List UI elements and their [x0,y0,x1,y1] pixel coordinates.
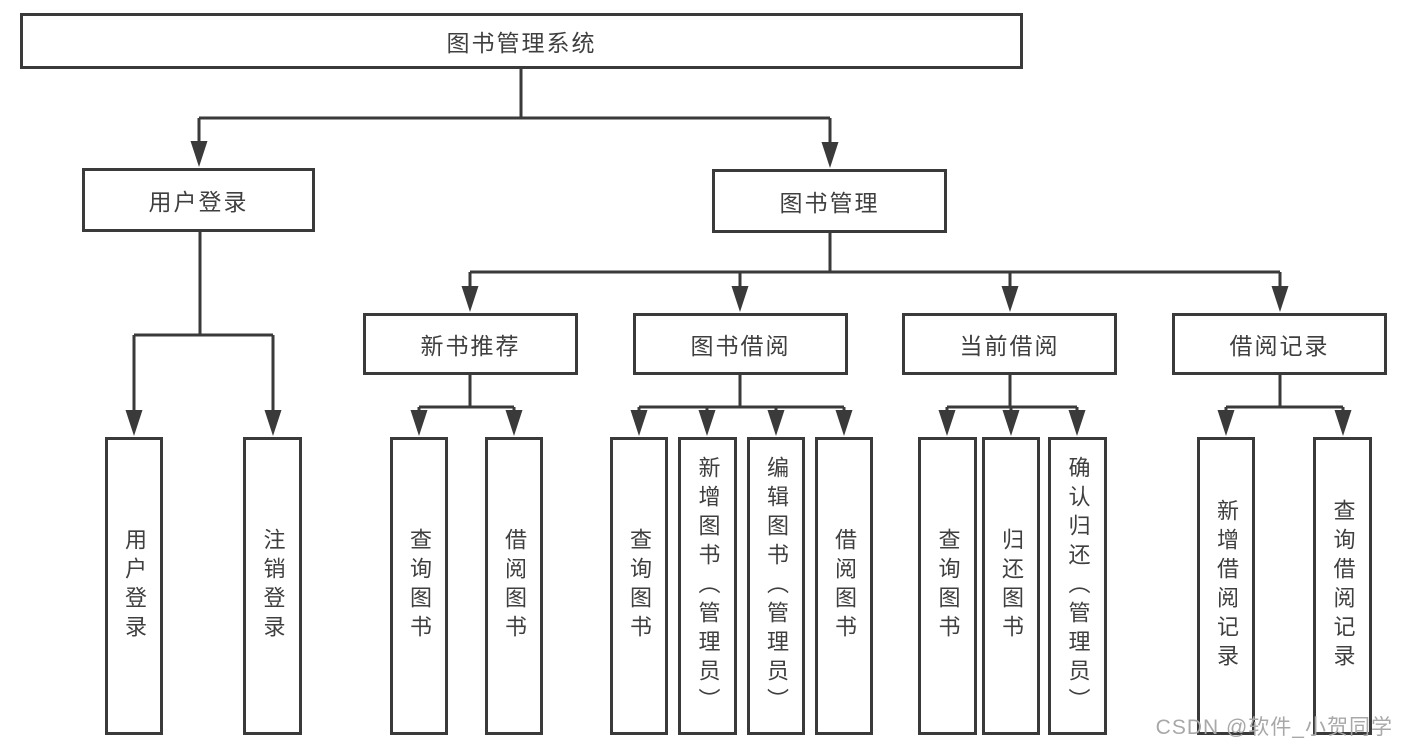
leaf-label: 编辑图书（管理员） [764,455,789,717]
leaf-label: 借阅图书 [502,528,527,644]
leaf-add-book-admin: 新增图书（管理员） [678,437,737,735]
leaf-label: 查询图书 [407,528,432,644]
node-user-login: 用户登录 [82,168,315,232]
leaf-label: 用户登录 [122,528,147,644]
leaf-label: 查询图书 [627,528,652,644]
leaf-borrow-book-1: 借阅图书 [485,437,543,735]
leaf-add-borrow-record: 新增借阅记录 [1197,437,1255,735]
leaf-label: 查询借阅记录 [1330,499,1356,673]
node-borrow-records: 借阅记录 [1172,313,1387,375]
leaf-label: 确认归还（管理员） [1065,455,1091,717]
leaf-label: 借阅图书 [832,528,857,644]
leaf-label: 新增借阅记录 [1214,499,1239,673]
node-current-borrow: 当前借阅 [902,313,1117,375]
leaf-label: 查询图书 [935,528,961,644]
leaf-logout: 注销登录 [243,437,302,735]
leaf-label: 新增图书（管理员） [695,455,721,717]
leaf-user-login: 用户登录 [105,437,163,735]
leaf-query-book-2: 查询图书 [610,437,668,735]
leaf-label: 注销登录 [260,528,286,644]
csdn-watermark: CSDN @软件_小贺同学 [1155,716,1393,739]
leaf-borrow-book-2: 借阅图书 [815,437,873,735]
leaf-label: 归还图书 [999,528,1024,644]
leaf-edit-book-admin: 编辑图书（管理员） [747,437,805,735]
node-library-system: 图书管理系统 [20,13,1023,69]
leaf-return-book: 归还图书 [982,437,1040,735]
node-book-borrow: 图书借阅 [633,313,848,375]
node-book-management: 图书管理 [712,169,947,233]
leaf-confirm-return-admin: 确认归还（管理员） [1048,437,1107,735]
leaf-query-borrow-record: 查询借阅记录 [1313,437,1372,735]
leaf-query-book-1: 查询图书 [390,437,448,735]
leaf-query-book-3: 查询图书 [918,437,977,735]
node-new-book-recommend: 新书推荐 [363,313,578,375]
